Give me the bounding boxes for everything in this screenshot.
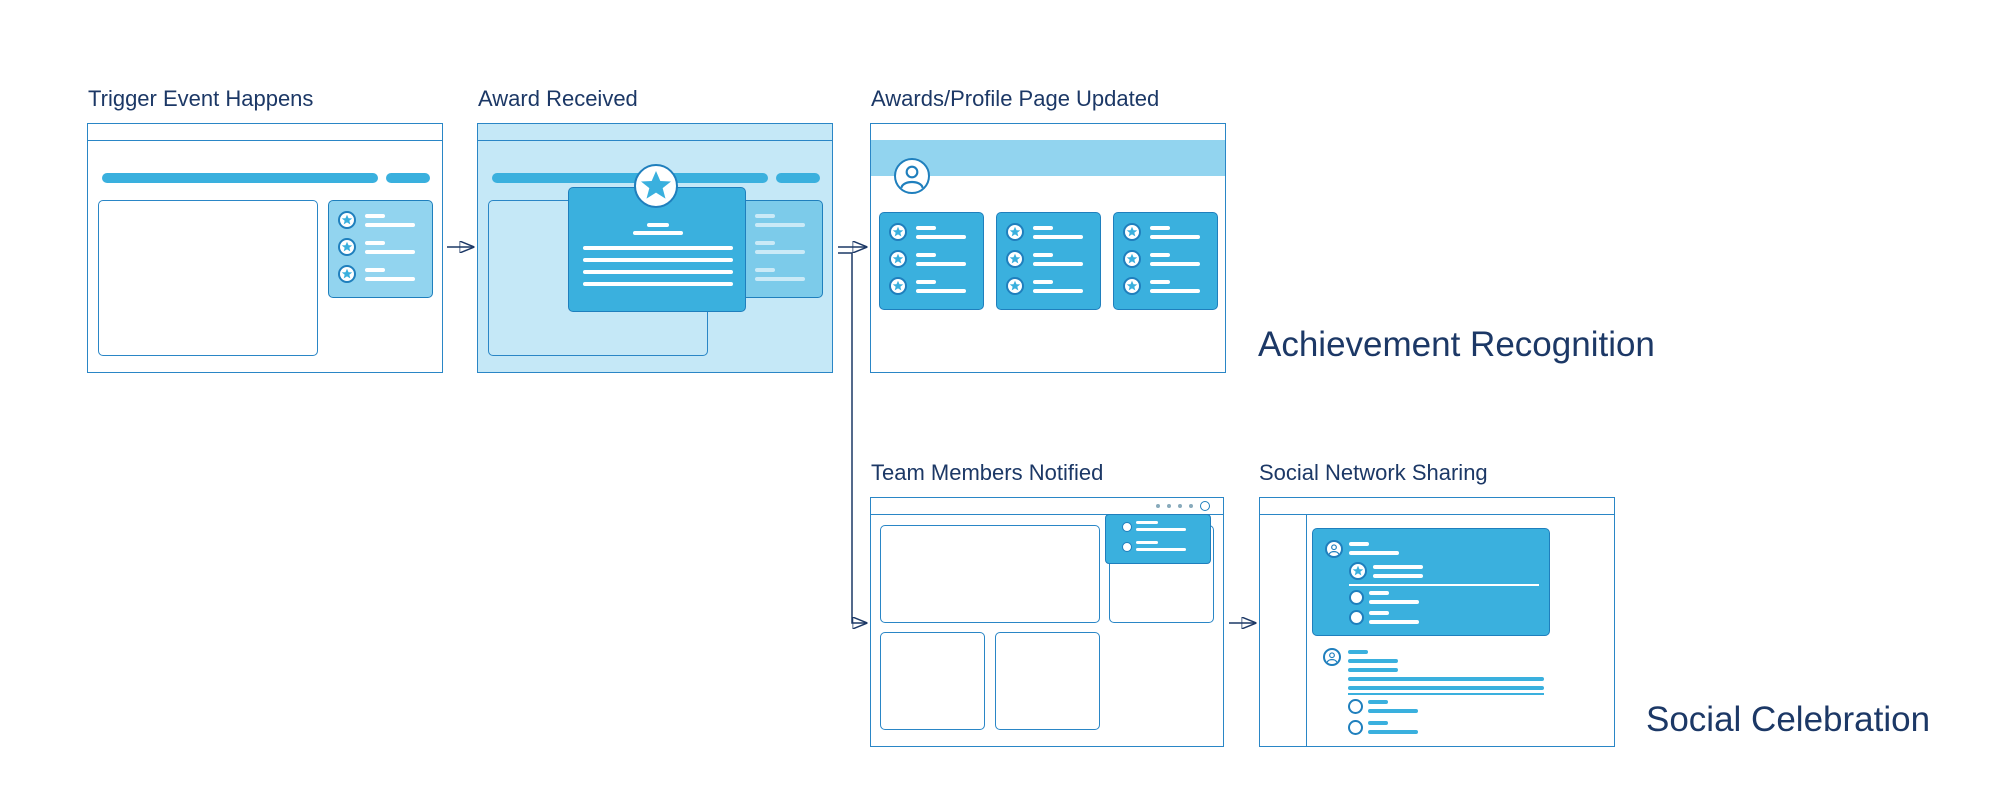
sidebar-divider <box>1306 514 1307 746</box>
trigger-panel <box>87 123 443 373</box>
user-avatar-icon <box>1325 540 1343 558</box>
team-panel <box>870 497 1224 747</box>
user-avatar-icon <box>1122 522 1132 532</box>
user-avatar-icon <box>1323 648 1341 666</box>
star-icon <box>338 238 356 256</box>
window-top-bar <box>871 498 1223 515</box>
profile-header-band <box>871 140 1225 176</box>
social-panel <box>1259 497 1615 747</box>
star-icon <box>1349 562 1367 580</box>
window-top-bar <box>88 124 442 141</box>
progress-track <box>492 173 768 183</box>
user-avatar-icon <box>1348 699 1363 714</box>
notification-dropdown <box>1105 514 1211 564</box>
star-icon <box>338 265 356 283</box>
content-box <box>995 632 1100 730</box>
user-avatar-icon <box>1349 610 1364 625</box>
content-box <box>98 200 318 356</box>
award-card <box>1113 212 1218 310</box>
group-label-achievement: Achievement Recognition <box>1258 325 1655 364</box>
step-title-social: Social Network Sharing <box>1259 460 1488 485</box>
content-box <box>880 525 1100 623</box>
step-title-award: Award Received <box>478 86 638 111</box>
user-avatar-icon <box>1348 720 1363 735</box>
star-icon <box>889 277 907 295</box>
progress-end <box>386 173 430 183</box>
step-title-team: Team Members Notified <box>871 460 1104 485</box>
star-icon <box>1123 250 1141 268</box>
arrow-award-to-team <box>838 252 866 623</box>
award-panel <box>477 123 833 373</box>
step-title-trigger: Trigger Event Happens <box>88 86 314 111</box>
window-top-bar <box>1260 498 1614 515</box>
profile-panel <box>870 123 1226 373</box>
star-icon <box>1123 277 1141 295</box>
shared-post-card <box>1312 528 1550 636</box>
star-icon <box>634 164 678 208</box>
user-avatar-icon <box>1349 590 1364 605</box>
award-card <box>996 212 1101 310</box>
user-avatar-icon <box>894 158 930 194</box>
star-icon <box>1123 223 1141 241</box>
award-card <box>879 212 984 310</box>
progress-track <box>102 173 378 183</box>
user-avatar-icon <box>1200 501 1210 511</box>
awards-sidebar-card <box>328 200 433 298</box>
user-avatar-icon <box>1122 542 1132 552</box>
star-icon <box>889 223 907 241</box>
star-icon <box>889 250 907 268</box>
star-icon <box>1006 250 1024 268</box>
step-title-profile: Awards/Profile Page Updated <box>871 86 1160 111</box>
group-label-celebration: Social Celebration <box>1646 700 1931 739</box>
star-icon <box>1006 277 1024 295</box>
content-box <box>880 632 985 730</box>
star-icon <box>1006 223 1024 241</box>
star-icon <box>338 211 356 229</box>
progress-end <box>776 173 820 183</box>
window-top-bar <box>478 124 832 141</box>
